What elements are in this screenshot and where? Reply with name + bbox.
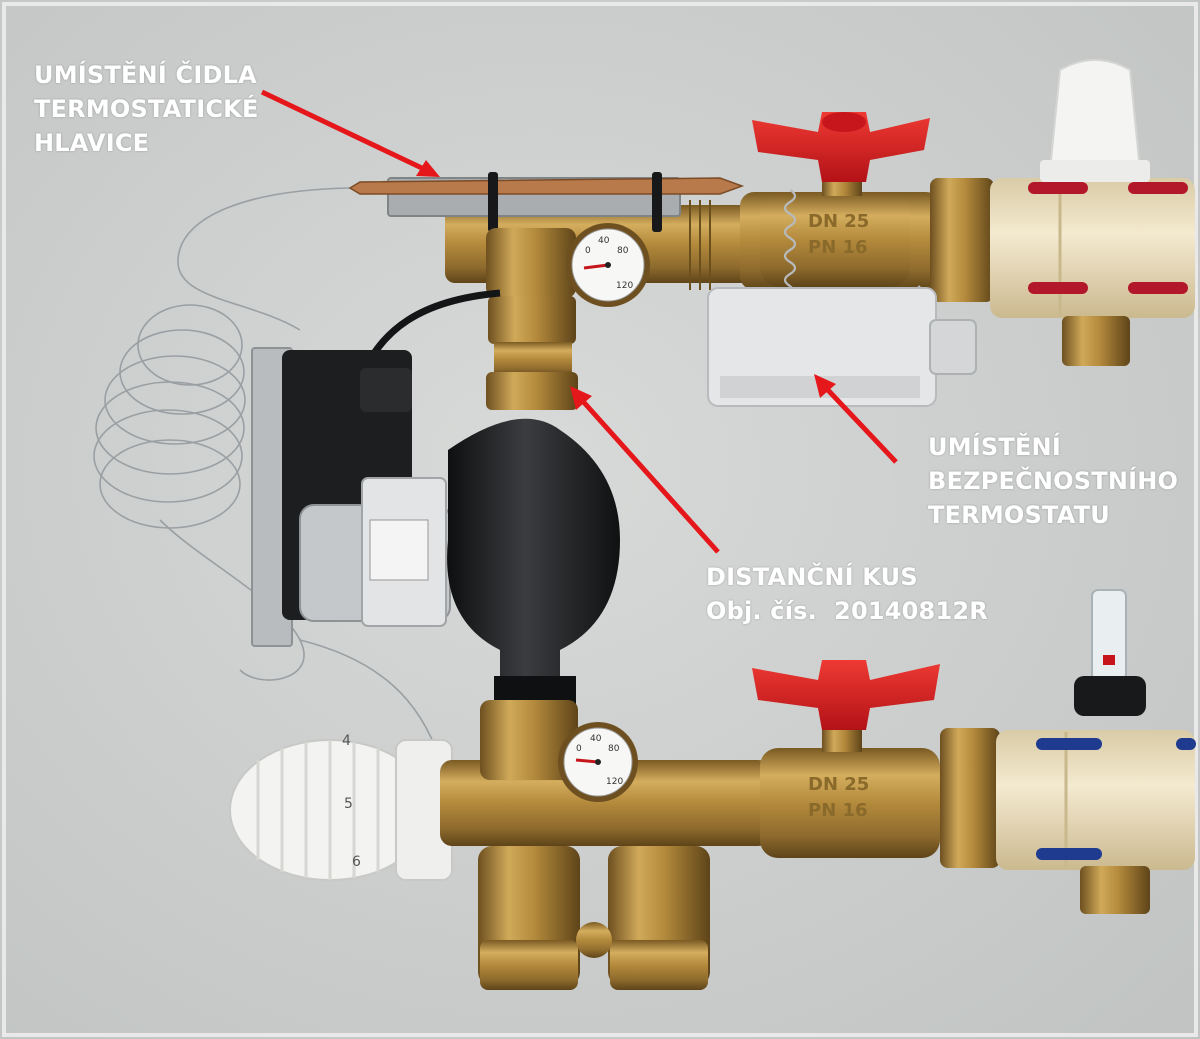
- label-sensor-line-2: TERMOSTATICKÉ: [34, 95, 259, 123]
- arrow-spacer: [578, 396, 720, 554]
- label-safety-line-3: TERMOSTATU: [928, 501, 1110, 529]
- label-sensor-line-3: HLAVICE: [34, 129, 150, 157]
- label-safety-thermostat: UMÍSTĚNÍ BEZPEČNOSTNÍHO TERMOSTATU: [928, 430, 1178, 532]
- top-manifold: [990, 178, 1195, 318]
- svg-text:80: 80: [617, 246, 629, 256]
- label-spacer-line-2: Obj. čís. 20140812R: [706, 597, 988, 625]
- bottom-gauge: 0 40 80 120: [558, 722, 638, 802]
- top-gauge: 0 40 80 120: [566, 223, 650, 307]
- svg-text:0: 0: [585, 246, 591, 256]
- svg-text:40: 40: [590, 734, 602, 744]
- bottom-manifold: [996, 730, 1195, 870]
- label-safety-line-2: BEZPEČNOSTNÍHO: [928, 467, 1179, 495]
- label-sensor-location: UMÍSTĚNÍ ČIDLA TERMOSTATICKÉ HLAVICE: [34, 58, 259, 160]
- bottom-brass-pipe: [440, 760, 770, 846]
- annotation-arrows: [260, 89, 898, 554]
- svg-text:6: 6: [352, 854, 361, 870]
- capillary-coil: [93, 187, 441, 761]
- svg-text:PN 16: PN 16: [808, 237, 868, 258]
- arrow-sensor: [260, 89, 428, 173]
- svg-text:PN 16: PN 16: [808, 800, 868, 821]
- spacer-piece: [486, 372, 578, 410]
- manifold-cap: [1048, 59, 1142, 171]
- svg-text:80: 80: [608, 744, 620, 754]
- svg-text:4: 4: [342, 733, 351, 749]
- bottom-valve-handle: [752, 660, 940, 730]
- svg-text:120: 120: [616, 281, 633, 291]
- svg-text:DN 25: DN 25: [808, 774, 869, 795]
- svg-text:40: 40: [598, 236, 610, 246]
- svg-text:5: 5: [344, 796, 353, 812]
- svg-text:120: 120: [606, 777, 623, 787]
- thermostatic-head: 4 5 6: [229, 733, 453, 881]
- top-valve-handle: [752, 112, 930, 182]
- label-spacer: DISTANČNÍ KUS Obj. čís. 20140812R: [706, 560, 988, 628]
- pump-volute: [447, 418, 620, 690]
- sensor-bulb: [348, 177, 745, 195]
- label-safety-line-1: UMÍSTĚNÍ: [928, 433, 1061, 461]
- svg-text:DN 25: DN 25: [808, 211, 869, 232]
- svg-text:0: 0: [576, 744, 582, 754]
- label-sensor-line-1: UMÍSTĚNÍ ČIDLA: [34, 61, 257, 89]
- top-ball-valve: [760, 192, 910, 287]
- arrow-safety-thermostat: [824, 386, 898, 464]
- flow-meter: [1091, 589, 1127, 681]
- label-spacer-line-1: DISTANČNÍ KUS: [706, 563, 918, 591]
